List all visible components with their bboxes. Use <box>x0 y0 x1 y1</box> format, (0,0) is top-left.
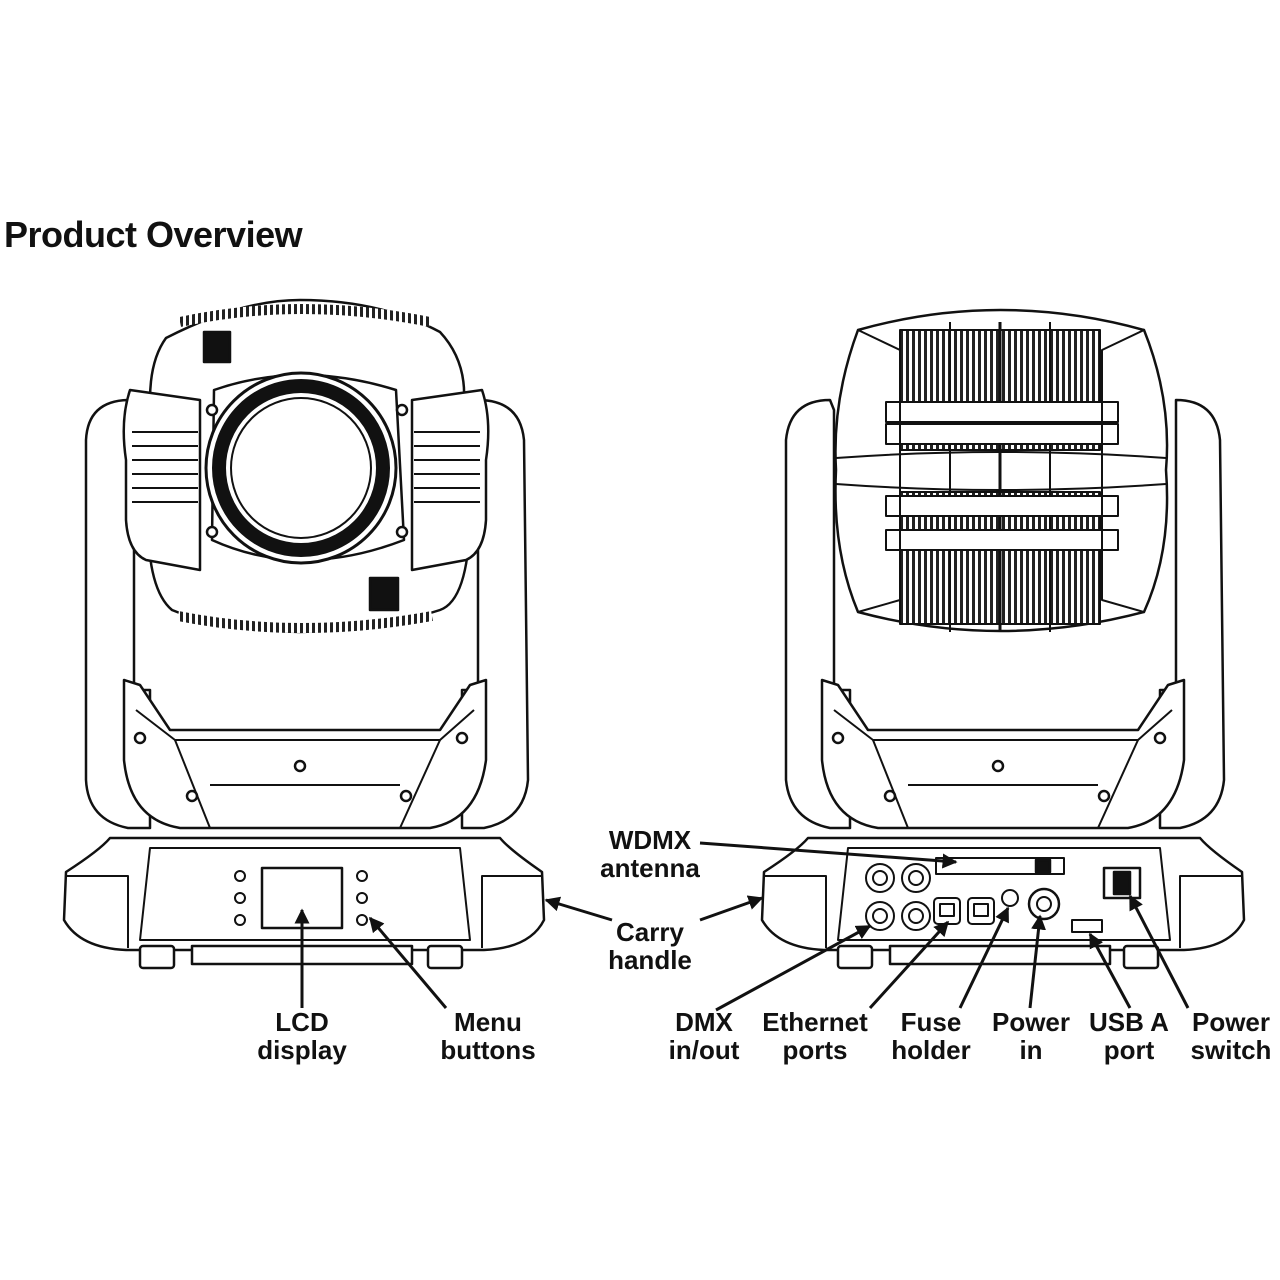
label-carry-handle: Carry handle <box>600 918 700 974</box>
label-fuse-line1: Fuse <box>900 1007 962 1037</box>
arrow-usb <box>1088 932 1132 1009</box>
rear-usb-port <box>1071 919 1103 933</box>
rear-dmx-connectors <box>865 863 931 931</box>
label-ethernet-ports: Ethernet ports <box>756 1008 874 1064</box>
label-menu-buttons: Menu buttons <box>432 1008 544 1064</box>
label-wdmx-line2: antenna <box>600 853 700 883</box>
arrow-menu-buttons <box>368 916 448 1009</box>
arrow-power-switch <box>1128 894 1190 1009</box>
label-dmx-in-out: DMX in/out <box>662 1008 746 1064</box>
label-lcd-line1: LCD <box>275 1007 329 1037</box>
label-power-in: Power in <box>984 1008 1078 1064</box>
label-dmx-line2: in/out <box>668 1035 740 1065</box>
front-view-fixture <box>62 298 546 970</box>
rear-fuse-holder <box>1001 889 1019 907</box>
arrow-carry-handle-left <box>544 896 613 922</box>
label-usb-line2: port <box>1103 1035 1155 1065</box>
label-power-switch-line2: switch <box>1190 1035 1272 1065</box>
arrow-carry-handle-right <box>699 895 764 922</box>
label-menu-line1: Menu <box>454 1007 522 1037</box>
label-fuse-line2: holder <box>891 1035 971 1065</box>
label-power-switch-line1: Power <box>1191 1007 1271 1037</box>
callout-arrows <box>294 841 1190 1012</box>
label-power-in-line2: in <box>1019 1035 1043 1065</box>
label-fuse-holder: Fuse holder <box>884 1008 978 1064</box>
arrow-power-in <box>1028 914 1046 1009</box>
front-logo-plate-top <box>202 330 232 364</box>
label-ethernet-line2: ports <box>782 1035 848 1065</box>
arrow-wdmx-antenna <box>699 841 958 869</box>
label-wdmx-antenna: WDMX antenna <box>592 826 708 882</box>
label-lcd-line2: display <box>257 1035 347 1065</box>
arrow-ethernet <box>868 920 950 1010</box>
arrow-fuse <box>958 906 1010 1009</box>
label-menu-line2: buttons <box>440 1035 536 1065</box>
label-usb-line1: USB A <box>1089 1007 1169 1037</box>
label-power-in-line1: Power <box>991 1007 1071 1037</box>
label-usb-port: USB A port <box>1082 1008 1176 1064</box>
label-wdmx-line1: WDMX <box>608 825 692 855</box>
arrow-dmx <box>715 924 872 1012</box>
label-carry-line1: Carry <box>616 917 684 947</box>
front-lens-ring <box>212 379 390 557</box>
label-carry-line2: handle <box>608 945 692 975</box>
label-ethernet-line1: Ethernet <box>762 1007 868 1037</box>
label-lcd-display: LCD display <box>252 1008 352 1064</box>
front-yoke-base <box>122 678 488 830</box>
page-title: Product Overview <box>4 214 303 255</box>
label-dmx-line1: DMX <box>675 1007 733 1037</box>
label-power-switch: Power switch <box>1182 1008 1280 1064</box>
front-logo-plate-bottom <box>368 576 400 612</box>
front-menu-buttons <box>234 870 368 926</box>
rear-wdmx-antenna <box>935 857 1065 875</box>
rear-view-fixture <box>760 308 1246 970</box>
